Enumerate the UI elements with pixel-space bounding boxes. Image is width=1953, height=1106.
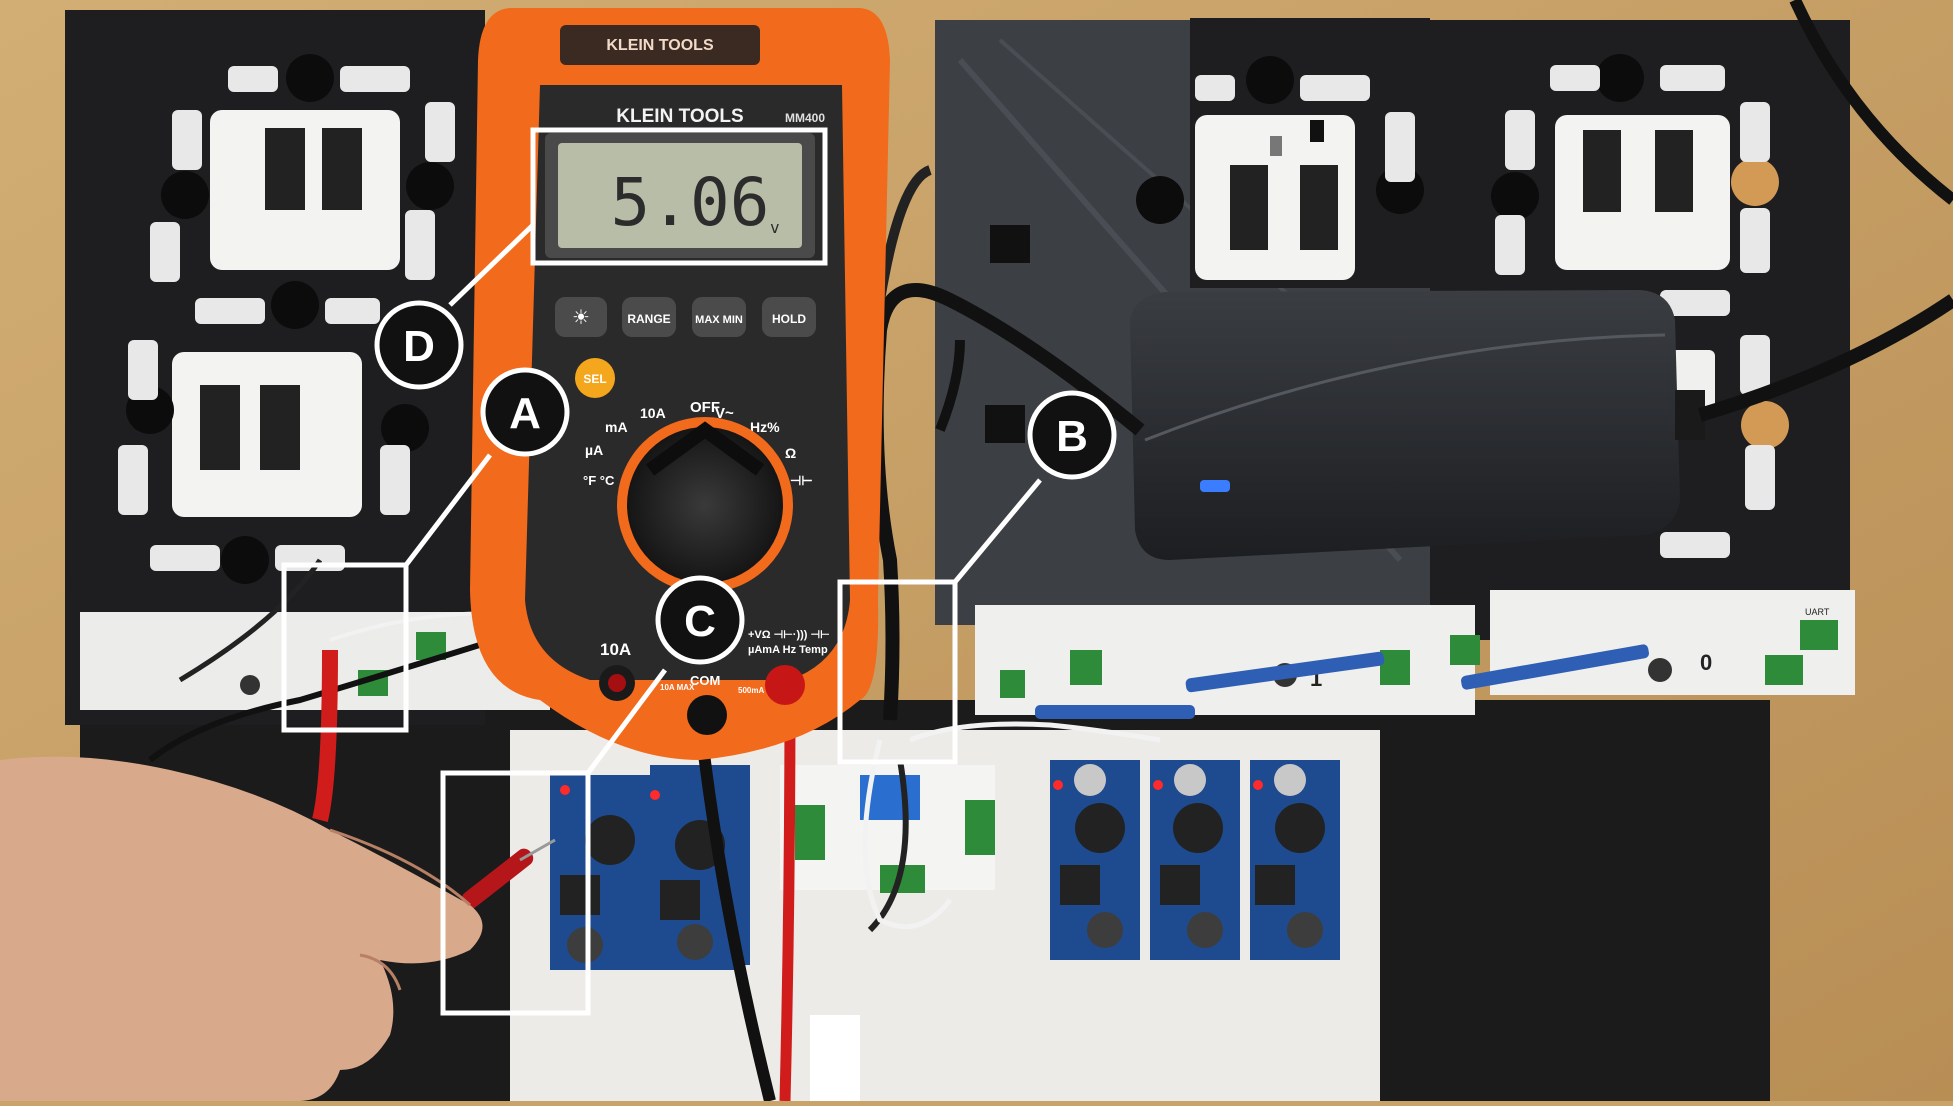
sel-button-label: SEL — [583, 372, 606, 386]
callout-b: B — [1027, 390, 1117, 480]
max-min-button-label: MAX MIN — [695, 314, 743, 326]
highlight-box-c — [440, 770, 591, 1016]
callout-a-label: A — [509, 389, 541, 438]
jack-v-bottom-label: µAmA Hz Temp — [748, 644, 828, 656]
sel-button[interactable] — [575, 358, 615, 398]
max-min-button[interactable] — [692, 297, 746, 337]
jack-ma-max-label: 500mA MAX — [738, 686, 785, 695]
callout-b-label: B — [1056, 412, 1088, 461]
highlight-box-b — [837, 579, 958, 765]
callout-c: C — [655, 575, 745, 665]
callout-a: A — [480, 367, 570, 457]
meter-model: MM400 — [785, 111, 825, 125]
dial-cap-label: ⊣⊢ — [790, 473, 813, 488]
acrylic-base — [510, 730, 1380, 1101]
dial-10a-label: 10A — [640, 405, 666, 421]
callout-c-label: C — [684, 597, 716, 646]
meter-brand: KLEIN TOOLS — [616, 106, 743, 127]
lcd-reading: 5.06 — [611, 164, 770, 241]
jack-com-label: COM — [690, 673, 720, 688]
backlight-icon: ☀ — [572, 307, 590, 329]
right-display-panels — [1136, 18, 1850, 640]
multimeter: KLEIN TOOLS KLEIN TOOLS MM400 5.06 v ☀ R… — [470, 8, 890, 760]
power-adapter — [1130, 290, 1705, 560]
jack-10a-label: 10A — [600, 640, 631, 659]
callout-d-label: D — [403, 322, 435, 371]
highlight-boxes — [281, 127, 958, 1016]
dial-ma-label: mA — [605, 419, 628, 435]
jack-com[interactable] — [687, 695, 727, 735]
dial-v-label: V~ — [715, 405, 734, 422]
rotary-dial[interactable] — [627, 427, 783, 583]
jack-v[interactable] — [765, 665, 805, 705]
highlight-box-a — [281, 562, 409, 733]
callout-lines — [404, 223, 1042, 775]
dial-ua-label: µA — [585, 442, 603, 458]
uart-label: UART — [1805, 607, 1830, 617]
hand — [0, 756, 483, 1101]
range-button-label: RANGE — [627, 312, 670, 326]
jack-v-top-label: +VΩ ⊣⊢·))) ⊣⊢ — [748, 628, 830, 641]
lcd-screen — [558, 143, 802, 248]
hold-button[interactable] — [762, 297, 816, 337]
backlight-button[interactable] — [555, 297, 607, 337]
jack-10a-max-label: 10A MAX — [660, 683, 695, 692]
callout-d: D — [374, 300, 464, 390]
lcd-unit: v — [770, 218, 780, 237]
digit-zero-label: 0 — [1700, 650, 1712, 675]
meter-top-brand: KLEIN TOOLS — [606, 37, 714, 54]
range-button[interactable] — [622, 297, 676, 337]
highlight-box-d — [530, 127, 828, 266]
pcb-strip-right: 1 0 UART — [975, 590, 1855, 719]
dial-hz-label: Hz% — [750, 419, 780, 435]
dial-temp-label: °F °C — [583, 473, 615, 488]
dial-ohm-label: Ω — [785, 445, 796, 461]
hold-button-label: HOLD — [772, 312, 806, 326]
dial-off-label: OFF — [690, 399, 720, 416]
